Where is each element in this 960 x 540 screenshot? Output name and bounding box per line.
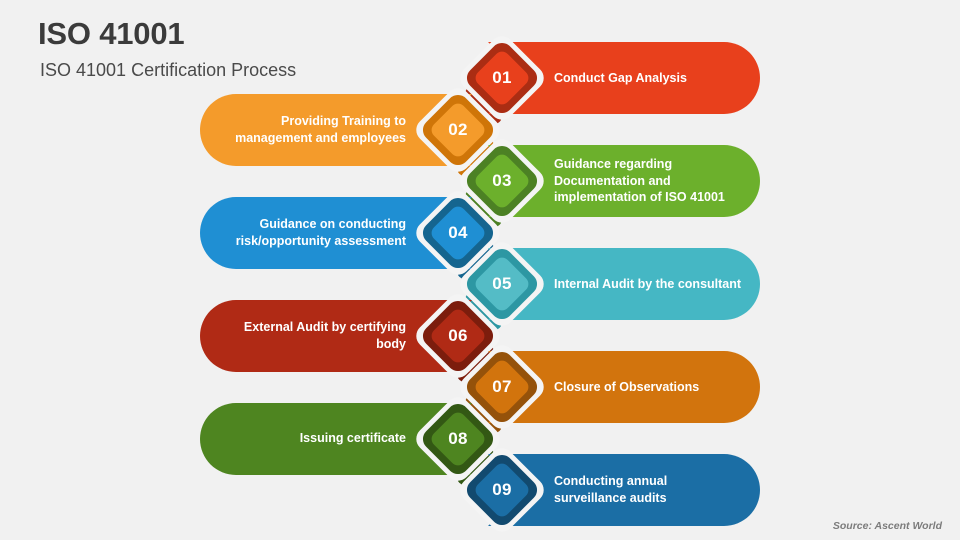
process-step-05[interactable]: Internal Audit by the consultant 05 (455, 237, 760, 331)
step-number-badge[interactable]: 02 (411, 82, 505, 177)
page-title: ISO 41001 (38, 16, 185, 51)
step-number: 05 (492, 274, 512, 293)
step-number-badge[interactable]: 09 (455, 443, 549, 537)
step-number-badge[interactable]: 08 (411, 391, 505, 486)
step-label: Conducting annual surveillance audits (554, 474, 668, 505)
step-bar: External Audit by certifying body (200, 299, 458, 372)
step-number: 01 (492, 68, 512, 87)
source-attribution: Source: Ascent World (832, 520, 942, 532)
process-step-02[interactable]: Providing Training to management and emp… (200, 82, 505, 177)
step-number-badge[interactable]: 01 (455, 31, 549, 125)
header: ISO 41001 ISO 41001 Certification Proces… (38, 16, 296, 81)
process-step-01[interactable]: Conduct Gap Analysis 01 (455, 31, 760, 125)
step-label: Issuing certificate (299, 431, 406, 446)
step-number: 08 (448, 428, 468, 448)
step-label: Providing Training to management and emp… (235, 113, 406, 145)
step-bar: Conduct Gap Analysis (502, 42, 760, 114)
step-number-badge[interactable]: 05 (455, 237, 549, 331)
step-number: 06 (448, 325, 468, 345)
step-number-badge[interactable]: 04 (411, 185, 505, 280)
step-label: Internal Audit by the consultant (554, 276, 742, 291)
step-number-badge[interactable]: 07 (455, 340, 549, 434)
step-label: External Audit by certifying body (243, 319, 406, 351)
step-number-badge[interactable]: 03 (455, 134, 549, 228)
step-number: 04 (448, 222, 468, 242)
step-number: 02 (448, 119, 468, 139)
page-subtitle: ISO 41001 Certification Process (40, 59, 297, 80)
step-label: Closure of Observations (554, 379, 700, 394)
step-number-badge[interactable]: 06 (411, 288, 505, 383)
process-step-06[interactable]: External Audit by certifying body 06 (200, 288, 505, 383)
process-step-03[interactable]: Guidance regarding Documentation and imp… (455, 134, 760, 228)
process-step-08[interactable]: Issuing certificate 08 (200, 391, 505, 486)
step-label: Conduct Gap Analysis (554, 70, 687, 85)
step-label: Guidance regarding Documentation and imp… (554, 156, 725, 205)
process-step-07[interactable]: Closure of Observations 07 (455, 340, 760, 434)
process-step-04[interactable]: Guidance on conducting risk/opportunity … (200, 185, 505, 280)
step-bar: Conducting annual surveillance audits (502, 454, 760, 526)
step-number: 03 (492, 171, 512, 190)
step-number: 07 (492, 377, 512, 396)
step-bar: Guidance regarding Documentation and imp… (502, 145, 760, 217)
step-bar: Providing Training to management and emp… (200, 93, 458, 166)
process-step-09[interactable]: Conducting annual surveillance audits 09 (455, 443, 760, 537)
step-bar: Closure of Observations (502, 351, 760, 423)
step-label: Guidance on conducting risk/opportunity … (235, 216, 406, 248)
step-bar: Internal Audit by the consultant (502, 248, 760, 320)
step-number: 09 (492, 480, 512, 499)
